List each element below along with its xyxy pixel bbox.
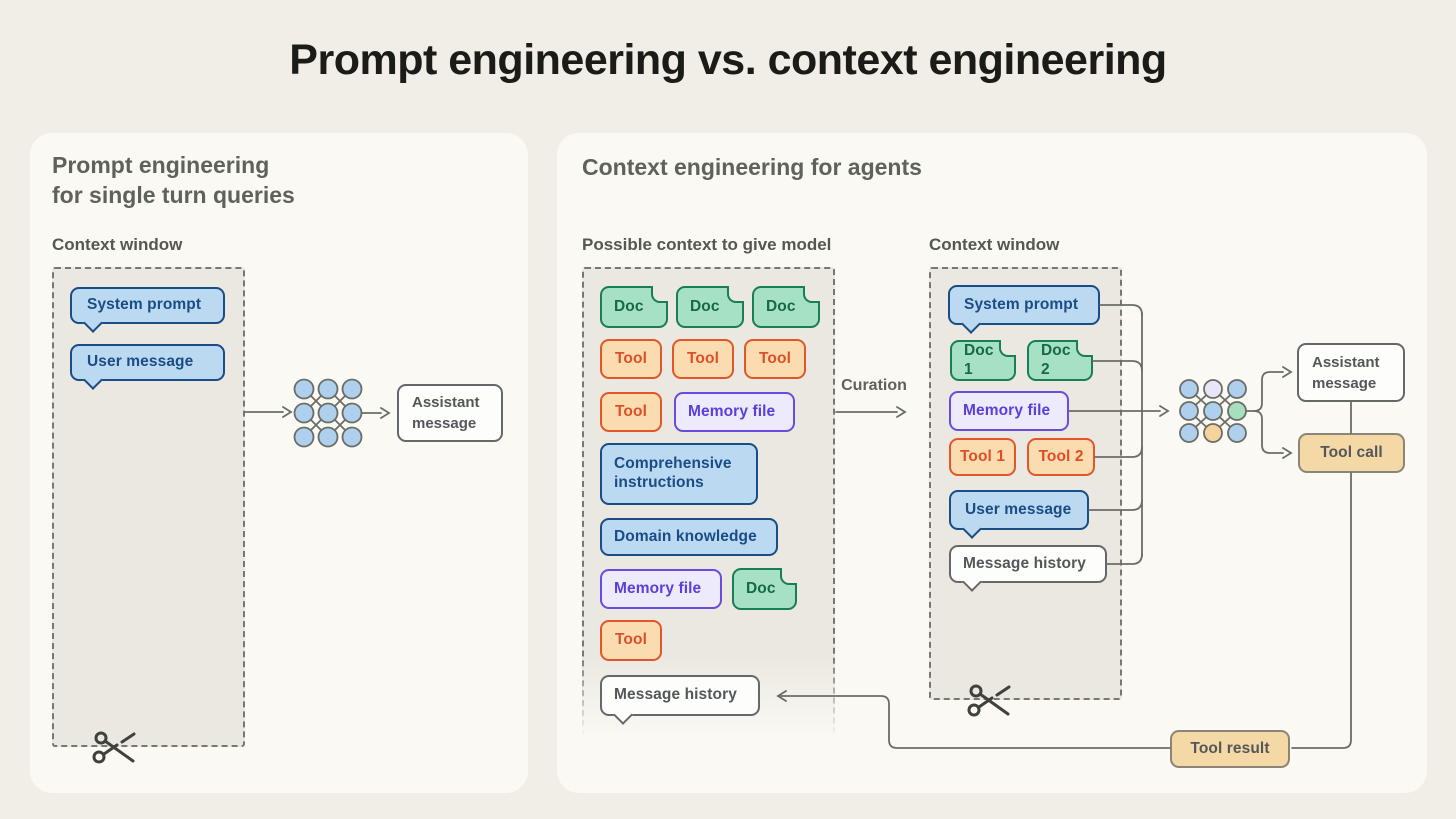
domain-knowledge-label: Domain knowledge bbox=[614, 527, 757, 545]
tool-chip: Tool bbox=[600, 620, 662, 661]
doc-label: Doc 2 bbox=[1041, 341, 1071, 378]
tool-call-label: Tool call bbox=[1320, 443, 1383, 461]
tool-label: Tool bbox=[687, 349, 719, 367]
user-message-chip: User message bbox=[949, 490, 1089, 539]
message-history-label: Message history bbox=[963, 554, 1086, 572]
doc-label: Doc bbox=[746, 579, 776, 597]
doc-chip: Doc bbox=[676, 286, 744, 328]
tool-label: Tool 1 bbox=[959, 447, 1006, 465]
tool-label: Tool bbox=[615, 402, 647, 420]
doc-label: Doc 1 bbox=[964, 341, 994, 378]
doc-chip: Doc bbox=[752, 286, 820, 328]
tool-chip: Tool bbox=[600, 392, 662, 432]
system-prompt-label: System prompt bbox=[964, 295, 1079, 313]
domain-knowledge-chip: Domain knowledge bbox=[600, 518, 778, 556]
tool-chip: Tool bbox=[600, 339, 662, 379]
user-message-label: User message bbox=[965, 500, 1072, 518]
message-history-label: Message history bbox=[614, 686, 737, 704]
assistant-message-label: Assistant message bbox=[1312, 353, 1380, 392]
message-history-chip: Message history bbox=[949, 545, 1107, 592]
system-prompt-label: System prompt bbox=[87, 296, 202, 314]
assistant-message-box: Assistant message bbox=[397, 384, 503, 442]
right-context-window-box bbox=[929, 267, 1122, 700]
left-heading-line1: Prompt engineering bbox=[52, 152, 270, 178]
right-context-window-label: Context window bbox=[929, 235, 1060, 254]
doc-label: Doc bbox=[690, 297, 720, 315]
right-panel-heading: Context engineering for agents bbox=[582, 154, 922, 180]
tool-label: Tool bbox=[615, 349, 647, 367]
doc-chip: Doc 1 bbox=[950, 340, 1016, 381]
memory-file-chip: Memory file bbox=[600, 569, 722, 609]
tool-result-box: Tool result bbox=[1170, 730, 1290, 768]
memory-file-chip: Memory file bbox=[949, 391, 1069, 431]
tool-call-box: Tool call bbox=[1298, 433, 1405, 473]
curation-label: Curation bbox=[841, 377, 907, 394]
tool-label: Tool bbox=[615, 631, 647, 649]
system-prompt-chip: System prompt bbox=[948, 285, 1100, 334]
tool-result-label: Tool result bbox=[1190, 739, 1270, 757]
left-context-window-box bbox=[52, 267, 245, 747]
doc-chip: Doc 2 bbox=[1027, 340, 1093, 381]
comprehensive-instructions-chip: Comprehensive instructions bbox=[600, 443, 758, 505]
doc-label: Doc bbox=[766, 297, 796, 315]
tool-chip: Tool bbox=[672, 339, 734, 379]
page-title: Prompt engineering vs. context engineeri… bbox=[289, 36, 1167, 84]
system-prompt-chip: System prompt bbox=[70, 287, 225, 333]
left-heading-line2: for single turn queries bbox=[52, 182, 295, 208]
tool-chip: Tool 1 bbox=[949, 438, 1016, 476]
assistant-message-label: Assistant message bbox=[412, 394, 480, 432]
tool-label: Tool bbox=[759, 349, 791, 367]
memory-file-chip: Memory file bbox=[674, 392, 795, 432]
memory-file-label: Memory file bbox=[614, 579, 702, 597]
left-context-window-label: Context window bbox=[52, 235, 183, 254]
possible-context-label: Possible context to give model bbox=[582, 235, 832, 254]
tool-chip: Tool 2 bbox=[1027, 438, 1095, 476]
tool-label: Tool 2 bbox=[1038, 447, 1084, 465]
left-panel-heading: Prompt engineering for single turn queri… bbox=[52, 150, 295, 210]
doc-label: Doc bbox=[614, 297, 644, 315]
memory-file-label: Memory file bbox=[688, 402, 776, 420]
user-message-label: User message bbox=[87, 353, 194, 371]
doc-chip: Doc bbox=[732, 568, 797, 610]
user-message-chip: User message bbox=[70, 344, 225, 390]
comprehensive-instructions-label: Comprehensive instructions bbox=[614, 455, 732, 491]
tool-chip: Tool bbox=[744, 339, 806, 379]
assistant-message-box: Assistant message bbox=[1297, 343, 1405, 402]
message-history-chip: Message history bbox=[600, 675, 760, 725]
doc-chip: Doc bbox=[600, 286, 668, 328]
memory-file-label: Memory file bbox=[963, 401, 1051, 419]
